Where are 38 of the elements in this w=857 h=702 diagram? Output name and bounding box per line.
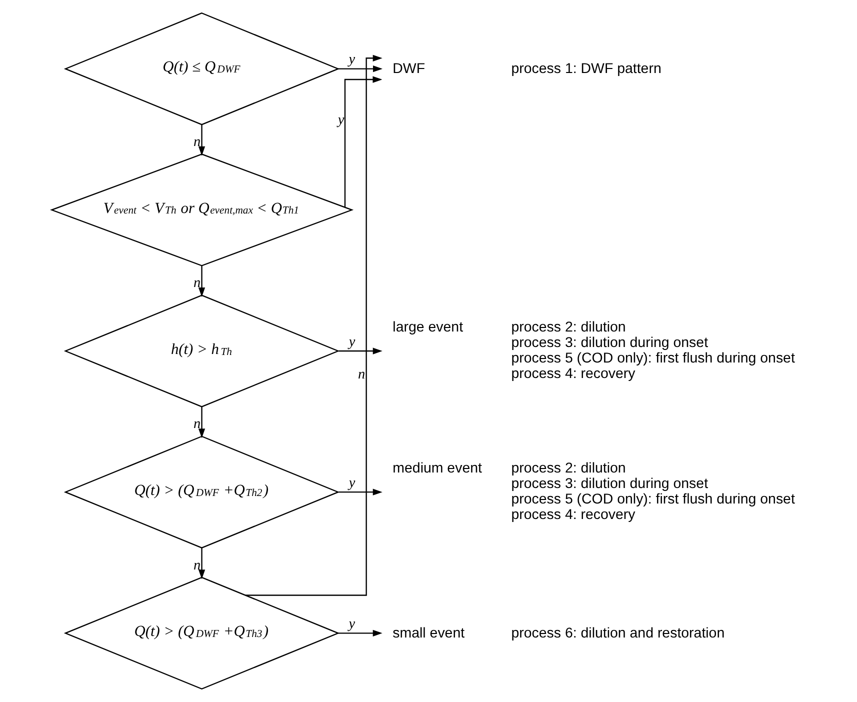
- node-label: process 2: dilution: [511, 320, 626, 336]
- arrow: [338, 66, 382, 72]
- node-text: DWF: [392, 61, 426, 78]
- arrow: [338, 630, 382, 636]
- node-label: process 3: dilution during onset: [511, 334, 708, 351]
- edge-label: n: [193, 275, 201, 292]
- node-label: process 5 (COD only): first flush during onset: [511, 491, 795, 508]
- node-diamond: Vevent < VTh or Qevent,max < QTh1: [50, 154, 354, 266]
- node-label: process 1: DWF pattern: [511, 61, 662, 78]
- arrow: [198, 548, 206, 580]
- arrow: [198, 406, 206, 438]
- arrow: [338, 488, 382, 496]
- node-label: process 2: dilution: [511, 460, 626, 477]
- edge-label: n: [358, 366, 366, 382]
- node-text: large event: [392, 320, 464, 336]
- node-label: process 4: recovery: [511, 366, 636, 382]
- edge-label: y: [348, 616, 356, 632]
- arrow: [245, 54, 382, 596]
- node-label: process 3: dilution during onset: [511, 476, 708, 492]
- arrow: [198, 124, 206, 156]
- edge-label: n: [193, 416, 201, 432]
- arrow: [198, 266, 206, 297]
- node-diamond: h(t) > hTh: [64, 294, 340, 408]
- node-text: small event: [392, 625, 465, 642]
- node-label: process 5 (COD only): first flush during onset: [511, 350, 795, 366]
- edge-label: y: [338, 112, 344, 128]
- edge-label: y: [348, 334, 356, 350]
- edge-label: y: [348, 52, 356, 68]
- node-label: process 6: dilution and restoration: [511, 625, 725, 642]
- edge-label: n: [193, 557, 201, 574]
- node-diamond: Q(t) > (QDWF +QTh2): [64, 436, 340, 548]
- node-text: medium event: [392, 460, 482, 477]
- node-diamond: Q(t) > (QDWF +QTh3): [64, 576, 340, 690]
- edge-label: n: [193, 134, 201, 150]
- arrow: [344, 76, 382, 208]
- arrow: [338, 348, 382, 354]
- edge-label: y: [348, 474, 356, 491]
- node-label: process 4: recovery: [511, 506, 636, 523]
